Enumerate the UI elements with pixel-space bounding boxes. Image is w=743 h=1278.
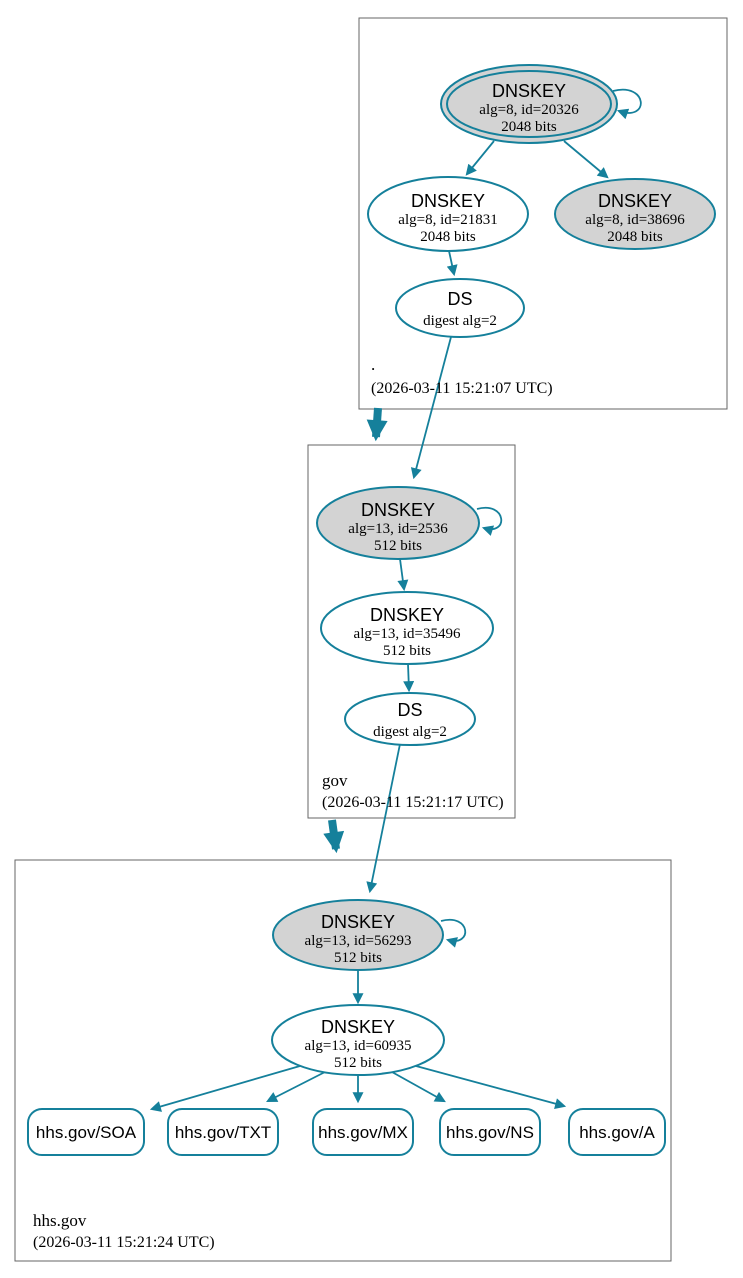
node-detail: digest alg=2	[373, 724, 447, 740]
node-title: DS	[447, 289, 472, 309]
node-detail: alg=8, id=38696	[585, 212, 685, 228]
node-detail: 512 bits	[334, 1055, 382, 1071]
node-dnskey-60935[interactable]: DNSKEY alg=13, id=60935 512 bits	[271, 1004, 445, 1076]
edge-20326-to-21831	[465, 140, 495, 176]
node-dnskey-2536[interactable]: DNSKEY alg=13, id=2536 512 bits	[316, 486, 480, 560]
edge-gov-ds-to-hhs-ksk	[366, 743, 401, 894]
node-title: DNSKEY	[361, 500, 435, 520]
delegation-arrow-gov-to-hhs	[323, 819, 345, 854]
node-dnskey-56293[interactable]: DNSKEY alg=13, id=56293 512 bits	[272, 899, 444, 971]
self-sign-loop-56293	[440, 918, 467, 948]
node-title: DNSKEY	[370, 605, 444, 625]
zone-timestamp-gov: (2026-03-11 15:21:17 UTC)	[322, 794, 504, 811]
node-dnskey-21831[interactable]: DNSKEY alg=8, id=21831 2048 bits	[367, 176, 529, 252]
edge-35496-to-ds	[403, 663, 415, 693]
edge-60935-to-txt	[266, 1071, 326, 1102]
node-rrset-hhs-gov-a[interactable]: hhs.gov/A	[568, 1108, 666, 1156]
node-ds-root[interactable]: DS digest alg=2	[395, 278, 525, 338]
node-ds-gov[interactable]: DS digest alg=2	[344, 692, 476, 746]
zone-timestamp-root: (2026-03-11 15:21:07 UTC)	[371, 380, 553, 397]
edge-2536-to-35496	[397, 558, 409, 592]
node-title: DNSKEY	[321, 912, 395, 932]
node-rrset-hhs-gov-soa[interactable]: hhs.gov/SOA	[27, 1108, 145, 1156]
edge-21831-to-ds	[446, 250, 458, 277]
zone-label-gov: gov	[322, 771, 348, 790]
edge-20326-to-38696	[563, 140, 609, 179]
node-detail: 512 bits	[334, 950, 382, 966]
node-rrset-hhs-gov-mx[interactable]: hhs.gov/MX	[312, 1108, 414, 1156]
zone-label-hhs-gov: hhs.gov	[33, 1211, 87, 1230]
edge-root-ds-to-gov-ksk	[410, 336, 452, 480]
self-sign-loop-20326	[612, 88, 642, 120]
rrset-label: hhs.gov/TXT	[175, 1123, 271, 1142]
node-rrset-hhs-gov-txt[interactable]: hhs.gov/TXT	[167, 1108, 279, 1156]
node-detail: alg=13, id=60935	[305, 1038, 412, 1054]
node-detail: alg=8, id=20326	[479, 102, 579, 118]
node-dnskey-38696[interactable]: DNSKEY alg=8, id=38696 2048 bits	[554, 178, 716, 250]
node-dnskey-20326[interactable]: DNSKEY alg=8, id=20326 2048 bits	[440, 64, 618, 144]
node-title: DNSKEY	[411, 191, 485, 211]
node-detail: 512 bits	[383, 643, 431, 659]
edge-60935-to-soa	[149, 1065, 301, 1112]
node-detail: 2048 bits	[607, 229, 663, 245]
zone-label-root: .	[371, 355, 375, 374]
node-title: DNSKEY	[321, 1017, 395, 1037]
node-detail: alg=8, id=21831	[398, 212, 497, 228]
node-detail: 2048 bits	[420, 229, 476, 245]
rrset-label: hhs.gov/SOA	[36, 1123, 137, 1142]
delegation-arrow-root-to-gov	[366, 407, 388, 442]
node-dnskey-35496[interactable]: DNSKEY alg=13, id=35496 512 bits	[320, 591, 494, 665]
edge-60935-to-ns	[391, 1071, 446, 1103]
node-detail: digest alg=2	[423, 313, 497, 329]
self-sign-loop-2536	[476, 506, 503, 536]
node-title: DNSKEY	[492, 81, 566, 101]
node-detail: alg=13, id=35496	[354, 626, 461, 642]
rrset-label: hhs.gov/A	[579, 1123, 655, 1142]
node-rrset-hhs-gov-ns[interactable]: hhs.gov/NS	[439, 1108, 541, 1156]
rrset-label: hhs.gov/MX	[318, 1123, 408, 1142]
node-detail: alg=13, id=2536	[348, 521, 448, 537]
node-detail: 512 bits	[374, 538, 422, 554]
node-detail: 2048 bits	[501, 119, 557, 135]
edge-60935-to-a	[415, 1065, 567, 1110]
zone-timestamp-hhs-gov: (2026-03-11 15:21:24 UTC)	[33, 1234, 215, 1251]
node-title: DNSKEY	[598, 191, 672, 211]
rrset-label: hhs.gov/NS	[446, 1123, 534, 1142]
node-detail: alg=13, id=56293	[305, 933, 412, 949]
node-title: DS	[397, 700, 422, 720]
